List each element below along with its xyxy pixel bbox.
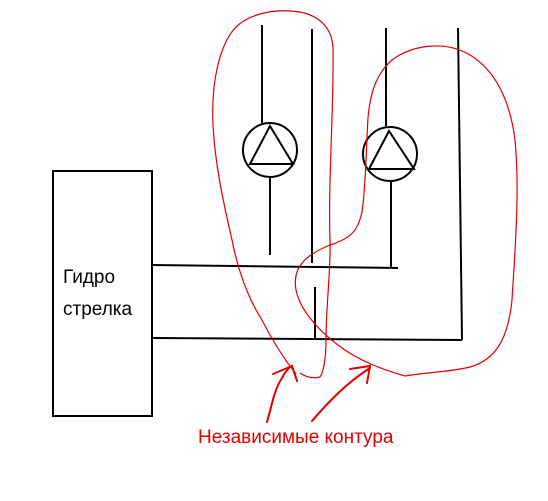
pump-1-triangle-icon xyxy=(248,123,295,165)
hydro-separator-box xyxy=(52,170,153,417)
hydro-separator-label-line2: стрелка xyxy=(63,299,133,320)
supply-header-pipe xyxy=(150,264,399,269)
pipes xyxy=(150,25,463,341)
arrow-1-head-icon xyxy=(272,364,298,382)
pump-2-circle-icon xyxy=(362,126,418,182)
arrow-2-shaft xyxy=(311,367,371,422)
pump-1-circle-icon xyxy=(242,122,298,178)
arrow-2-head-icon xyxy=(349,364,372,384)
hydro-separator: Гидро стрелка xyxy=(52,170,153,417)
annotation-arrows xyxy=(266,364,372,423)
return-header-pipe xyxy=(152,337,463,341)
independent-circuits-label: Независимые контура xyxy=(198,427,394,448)
circuit-2-outline xyxy=(294,45,518,377)
pump-2 xyxy=(362,126,418,182)
pump-2-triangle-icon xyxy=(367,129,416,170)
circuit-1-outline xyxy=(212,10,334,379)
pump-1 xyxy=(242,122,298,178)
circuit-2-return-line xyxy=(457,27,463,341)
hydro-separator-label-line1: Гидро xyxy=(63,267,115,288)
circuit-highlights xyxy=(212,10,518,379)
